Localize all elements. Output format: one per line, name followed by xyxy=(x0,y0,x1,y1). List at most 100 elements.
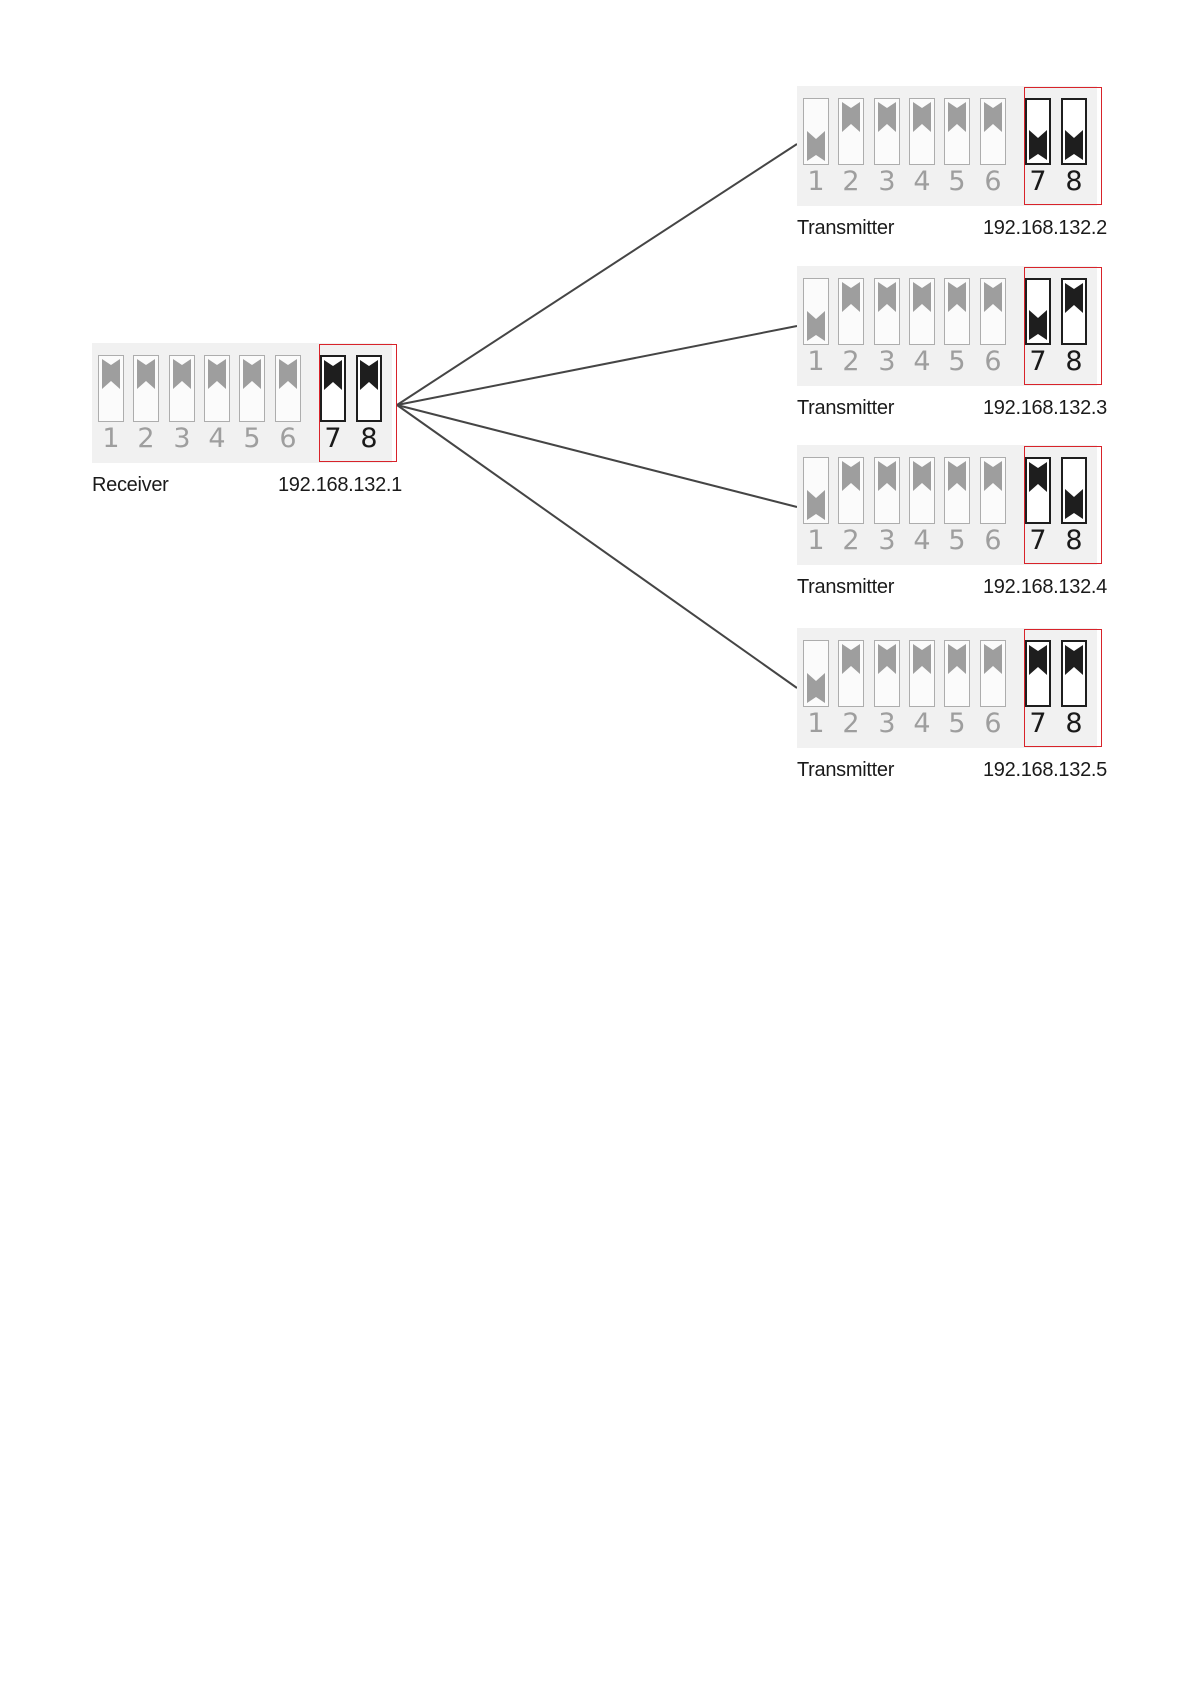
highlight-box-switch-7-8 xyxy=(1024,629,1102,747)
switch-number-label: 3 xyxy=(874,346,900,378)
switch-lever-up-icon xyxy=(243,359,261,389)
connection-line-transmitter-5 xyxy=(397,405,797,688)
switch-number-label: 4 xyxy=(909,166,935,198)
highlight-box-switch-7-8 xyxy=(1024,446,1102,564)
switch-lever-up-icon xyxy=(948,461,966,491)
dip-switch-2[interactable] xyxy=(133,355,159,422)
transmitter-dip-switch-block: 12345678Transmitter192.168.132.3 xyxy=(797,266,1102,431)
switch-number-label: 5 xyxy=(944,525,970,557)
dip-switch-5[interactable] xyxy=(944,98,970,165)
switch-lever-up-icon xyxy=(948,102,966,132)
dip-switch-4[interactable] xyxy=(909,457,935,524)
dip-switch-5[interactable] xyxy=(944,278,970,345)
switch-number-label: 5 xyxy=(239,423,265,455)
switch-number-label: 2 xyxy=(838,708,864,740)
dip-switch-5[interactable] xyxy=(239,355,265,422)
device-ip-address: 192.168.132.2 xyxy=(983,217,1107,240)
dip-switch-2[interactable] xyxy=(838,640,864,707)
switch-lever-up-icon xyxy=(878,102,896,132)
switch-number-label: 2 xyxy=(133,423,159,455)
switch-number-label: 6 xyxy=(980,525,1006,557)
switch-lever-up-icon xyxy=(173,359,191,389)
dip-switch-4[interactable] xyxy=(909,278,935,345)
switch-number-label: 5 xyxy=(944,166,970,198)
dip-switch-4[interactable] xyxy=(909,640,935,707)
switch-number-label: 6 xyxy=(980,346,1006,378)
dip-switch-6[interactable] xyxy=(980,457,1006,524)
switch-number-label: 1 xyxy=(803,708,829,740)
connection-line-transmitter-4 xyxy=(397,405,797,507)
device-ip-address: 192.168.132.1 xyxy=(278,474,402,497)
highlight-box-switch-7-8 xyxy=(1024,87,1102,205)
switch-number-label: 3 xyxy=(169,423,195,455)
switch-lever-down-icon xyxy=(807,131,825,161)
dip-switch-2[interactable] xyxy=(838,457,864,524)
switch-number-label: 5 xyxy=(944,346,970,378)
dip-switch-6[interactable] xyxy=(980,98,1006,165)
device-role-label: Transmitter xyxy=(797,576,894,599)
switch-lever-down-icon xyxy=(807,490,825,520)
switch-lever-up-icon xyxy=(842,461,860,491)
switch-lever-up-icon xyxy=(913,644,931,674)
dip-switch-6[interactable] xyxy=(275,355,301,422)
dip-switch-2[interactable] xyxy=(838,278,864,345)
switch-lever-down-icon xyxy=(807,673,825,703)
switch-lever-up-icon xyxy=(842,644,860,674)
switch-number-label: 2 xyxy=(838,525,864,557)
dip-switch-5[interactable] xyxy=(944,640,970,707)
dip-switch-1[interactable] xyxy=(803,278,829,345)
switch-lever-up-icon xyxy=(842,102,860,132)
switch-number-label: 1 xyxy=(803,525,829,557)
switch-number-label: 1 xyxy=(98,423,124,455)
switch-lever-up-icon xyxy=(279,359,297,389)
switch-lever-up-icon xyxy=(913,282,931,312)
device-role-label: Transmitter xyxy=(797,217,894,240)
switch-number-label: 2 xyxy=(838,166,864,198)
device-role-label: Receiver xyxy=(92,474,169,497)
highlight-box-switch-7-8 xyxy=(1024,267,1102,385)
switch-lever-up-icon xyxy=(948,282,966,312)
device-role-label: Transmitter xyxy=(797,397,894,420)
dip-switch-3[interactable] xyxy=(874,278,900,345)
switch-number-label: 4 xyxy=(909,525,935,557)
switch-lever-up-icon xyxy=(878,282,896,312)
dip-switch-1[interactable] xyxy=(803,98,829,165)
device-ip-address: 192.168.132.3 xyxy=(983,397,1107,420)
dip-switch-6[interactable] xyxy=(980,640,1006,707)
switch-lever-up-icon xyxy=(208,359,226,389)
dip-switch-4[interactable] xyxy=(909,98,935,165)
switch-number-label: 4 xyxy=(909,346,935,378)
dip-switch-2[interactable] xyxy=(838,98,864,165)
dip-switch-5[interactable] xyxy=(944,457,970,524)
dip-switch-1[interactable] xyxy=(98,355,124,422)
device-role-label: Transmitter xyxy=(797,759,894,782)
switch-number-label: 4 xyxy=(204,423,230,455)
switch-number-label: 3 xyxy=(874,166,900,198)
device-ip-address: 192.168.132.4 xyxy=(983,576,1107,599)
transmitter-dip-switch-block: 12345678Transmitter192.168.132.2 xyxy=(797,86,1102,251)
dip-switch-3[interactable] xyxy=(874,457,900,524)
switch-lever-up-icon xyxy=(984,461,1002,491)
dip-switch-6[interactable] xyxy=(980,278,1006,345)
switch-number-label: 2 xyxy=(838,346,864,378)
dip-switch-3[interactable] xyxy=(874,640,900,707)
dip-switch-1[interactable] xyxy=(803,640,829,707)
dip-switch-3[interactable] xyxy=(874,98,900,165)
switch-number-label: 3 xyxy=(874,525,900,557)
switch-number-label: 5 xyxy=(944,708,970,740)
dip-switch-1[interactable] xyxy=(803,457,829,524)
switch-number-label: 1 xyxy=(803,166,829,198)
switch-lever-up-icon xyxy=(913,461,931,491)
switch-number-label: 6 xyxy=(980,708,1006,740)
switch-number-label: 6 xyxy=(275,423,301,455)
switch-lever-up-icon xyxy=(984,282,1002,312)
switch-lever-up-icon xyxy=(948,644,966,674)
dip-switch-4[interactable] xyxy=(204,355,230,422)
dip-switch-3[interactable] xyxy=(169,355,195,422)
switch-lever-up-icon xyxy=(842,282,860,312)
